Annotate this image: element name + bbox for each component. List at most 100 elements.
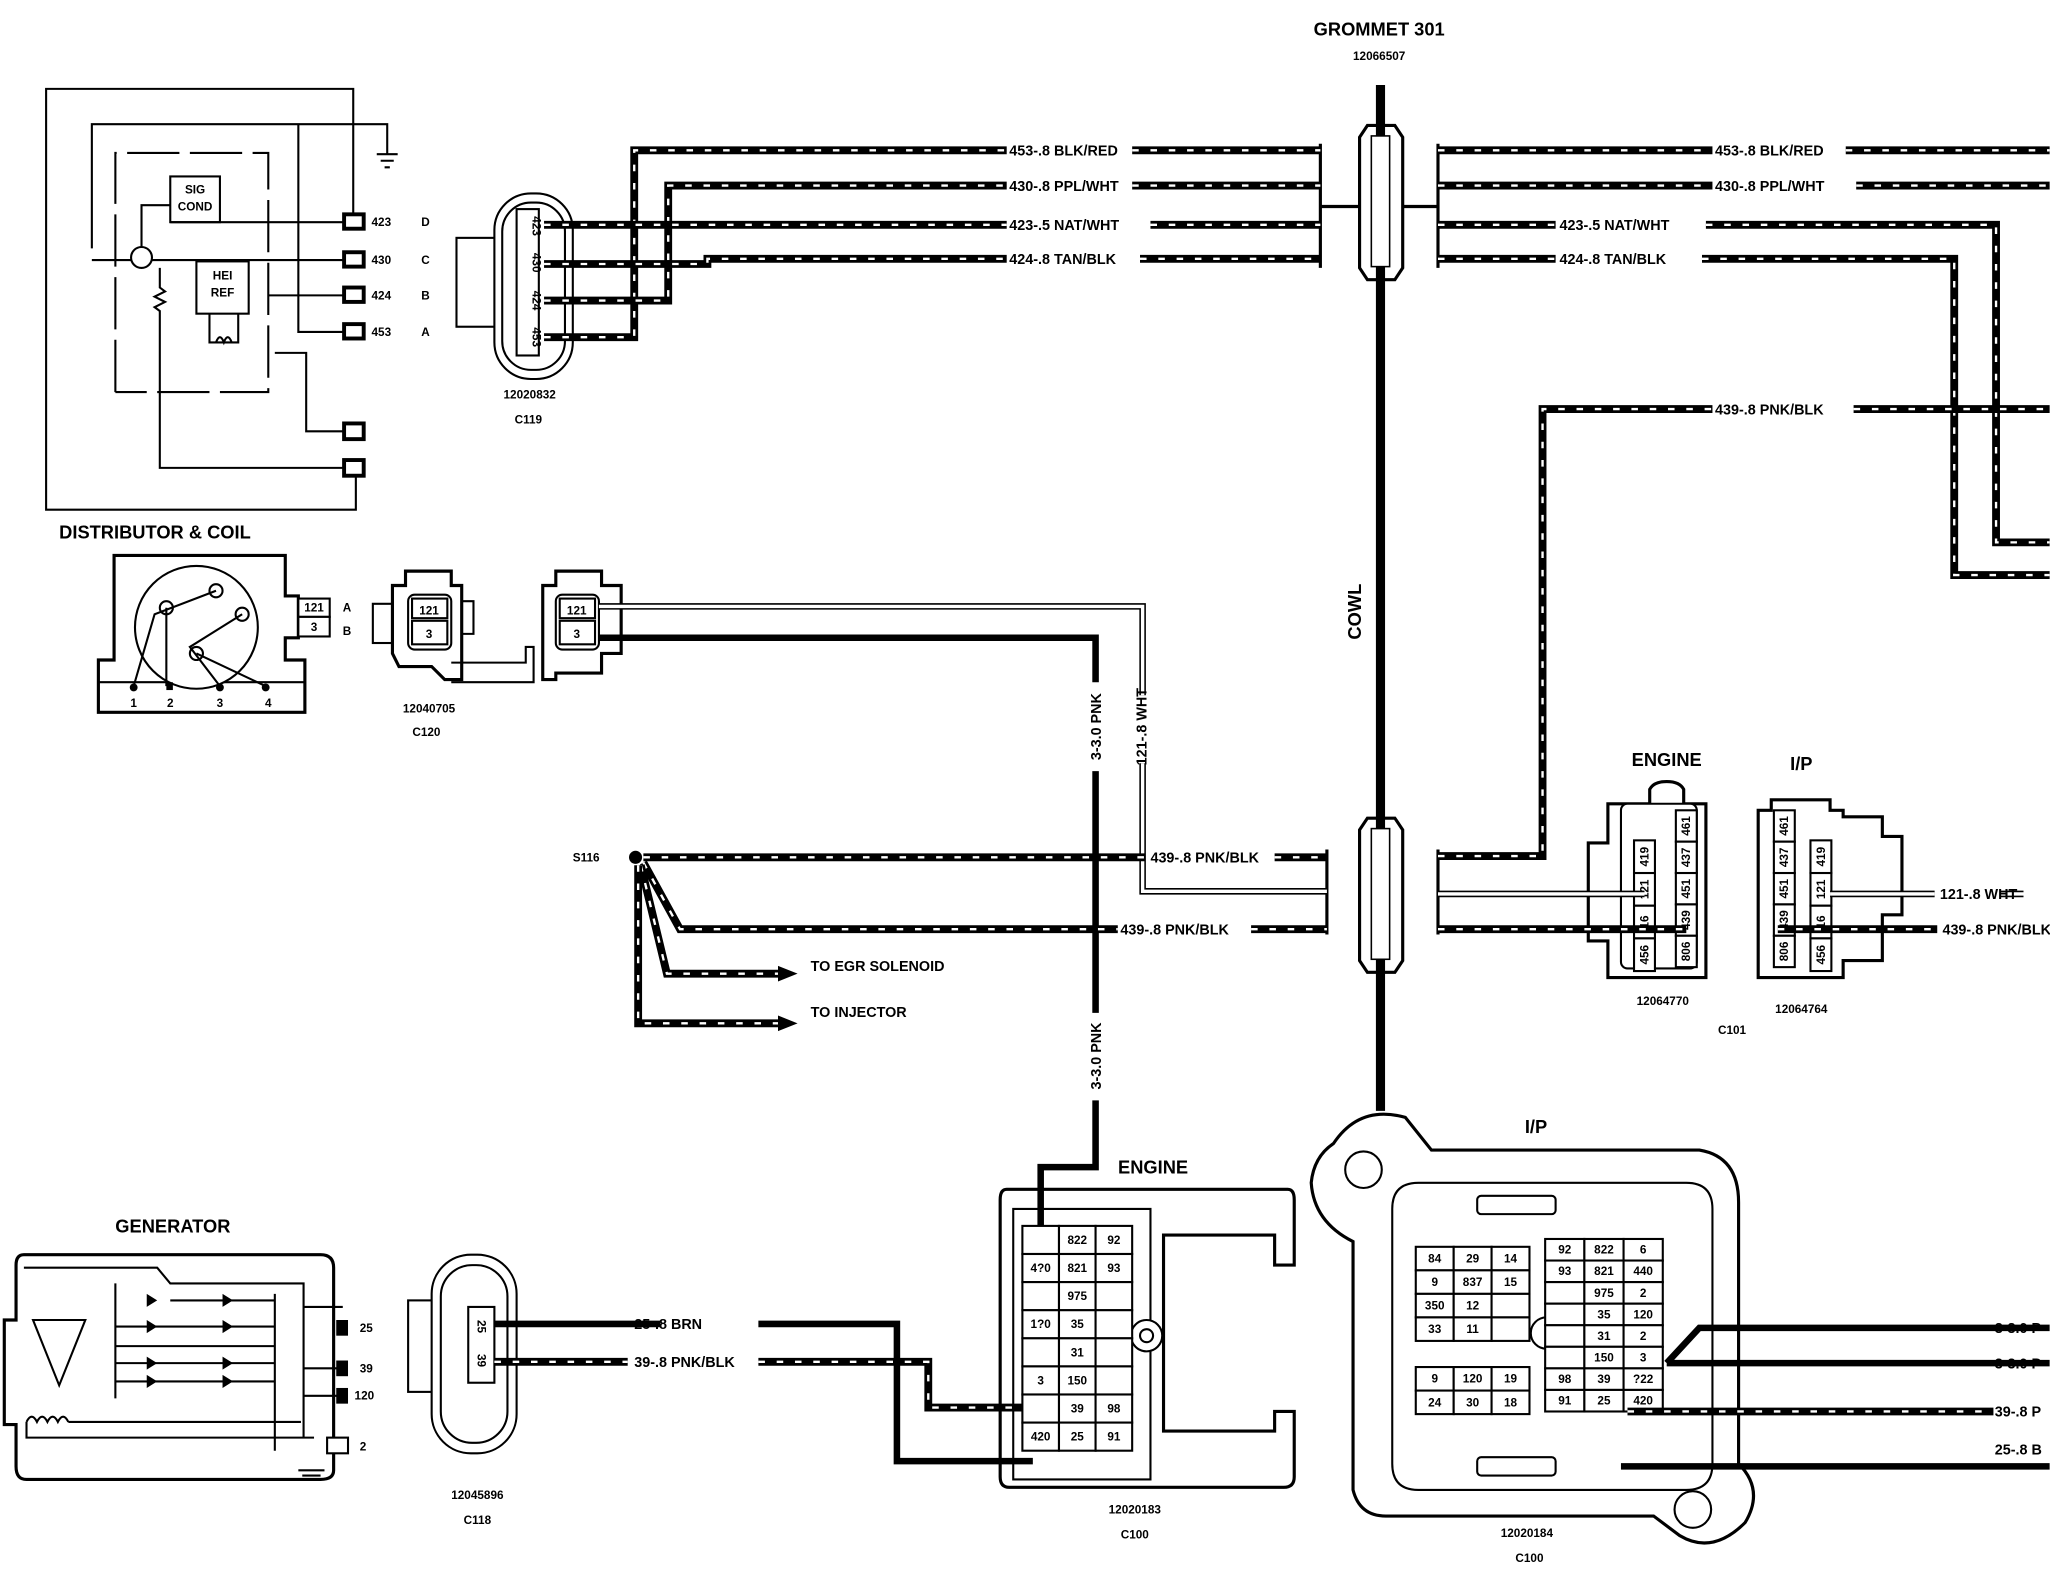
cavity-label: 2 [1640, 1287, 1647, 1300]
diagram-shape [326, 1436, 350, 1455]
diagram-label: ENGINE [1118, 1157, 1188, 1178]
diagram-shape [451, 600, 535, 684]
distributor-coil: DISTRIBUTOR & COIL 1 2 3 4 121 3 A B [59, 521, 352, 714]
wire-label-424: 424-.8 TAN/BLK [1009, 252, 1116, 268]
cavity-label: 92 [1558, 1244, 1572, 1257]
wire [1139, 763, 1327, 895]
wire [1705, 220, 2050, 547]
distributor-title: DISTRIBUTOR & COIL [59, 521, 251, 542]
wire [639, 860, 1118, 934]
c120-part-number: 12040705 [403, 702, 456, 715]
wire [642, 862, 1118, 931]
arrow-icon [777, 1015, 798, 1032]
cavity-label: 437 [1778, 847, 1791, 867]
diagram-shape [342, 250, 366, 269]
cavity [1490, 1292, 1531, 1319]
wire-label-430: 430-.8 PPL/WHT [1009, 179, 1119, 195]
distributor-terminals: 423 430 424 453 D C B A [342, 212, 430, 478]
c119-name: C119 [515, 413, 543, 426]
diagram-shape [558, 619, 597, 646]
cavity-label: 822 [1067, 1234, 1087, 1247]
cavity-label: 31 [1071, 1346, 1085, 1359]
diagram-shape [411, 619, 449, 646]
cavity-label: 461 [1680, 816, 1693, 836]
cavity [1544, 1324, 1586, 1348]
cavity-label: 16 [1638, 915, 1651, 929]
diagram-shape [90, 123, 389, 249]
cavity-label: 98 [1558, 1373, 1572, 1386]
diagram-shape [297, 615, 331, 638]
distributor-schematic: SIG COND HEI REF 423 430 424 453 D C B A [45, 87, 430, 511]
cavity [1094, 1421, 1134, 1452]
diagram-label: 424 [529, 291, 542, 311]
diagram-label: 439-.8 PNK/BLK [1150, 851, 1259, 867]
cavity-label: 350 [1425, 1300, 1445, 1313]
diagram-label: 25-.8 B [1995, 1443, 2042, 1459]
cavity-label: 440 [1633, 1265, 1653, 1278]
c120-name: C120 [412, 726, 441, 739]
wire [598, 604, 1145, 696]
pickup-coil-icon [130, 245, 154, 269]
cavity-label: 120 [1633, 1308, 1653, 1321]
diagram-label: 430-.8 PPL/WHT [1715, 179, 1825, 195]
cavity [1057, 1365, 1097, 1396]
diagram-label: C100 [1121, 1528, 1150, 1541]
wire [1437, 407, 1713, 858]
diagram-label: 12064764 [1775, 1003, 1828, 1016]
diagram-label: 39 [360, 1362, 374, 1375]
diagram-shape [455, 236, 497, 328]
diagram-shape [1370, 135, 1391, 268]
cavity [1094, 1309, 1134, 1340]
c101-name: C101 [1718, 1024, 1747, 1037]
cavity-label: 2 [1640, 1330, 1647, 1343]
cavity [1021, 1421, 1061, 1452]
cavity-label: 150 [1067, 1374, 1087, 1387]
diagram-shape [1756, 798, 1904, 980]
diagram-label: 423-.5 NAT/WHT [1560, 218, 1670, 234]
cavity-label: 121 [1815, 879, 1828, 899]
grommet-title: GROMMET 301 [1314, 18, 1445, 39]
diagram-label: 439-.8 PNK/BLK [1942, 922, 2050, 938]
cavity-label: 25 [1071, 1431, 1085, 1444]
cavity-label: 456 [1638, 944, 1651, 964]
wire [494, 1320, 1033, 1465]
cavity [1674, 934, 1698, 969]
cavity-label: 84 [1428, 1252, 1442, 1265]
stator-winding-icon [31, 1318, 87, 1389]
diagram-shape [216, 683, 224, 692]
wire [598, 603, 1146, 696]
diagram-label: 439-.8 PNK/BLK [1120, 922, 1229, 938]
cavity-label: 3 [1640, 1351, 1647, 1364]
grommet-part-number: 12066507 [1353, 50, 1406, 63]
cavity-label: 11 [1466, 1323, 1479, 1336]
cavity [1544, 1345, 1586, 1370]
cavity-label: 29 [1466, 1252, 1480, 1265]
resistor-icon [152, 267, 345, 469]
cavity-label: 837 [1463, 1276, 1483, 1289]
cavity [1490, 1316, 1531, 1342]
diagram-shape [541, 569, 623, 682]
diagram-label: 2 [360, 1441, 367, 1454]
grommet-upper [1358, 123, 1405, 282]
diagram-label: C100 [1515, 1552, 1544, 1565]
wires-c119-to-grommet: 453-.8 BLK/RED 430-.8 PPL/WHT 423-.5 NAT… [544, 144, 1321, 342]
diagram-label: 424-.8 TAN/BLK [1560, 252, 1667, 268]
diagram-shape [166, 682, 173, 691]
cavity-label: 25 [1597, 1395, 1611, 1408]
diagram-shape [2, 1253, 336, 1482]
diagram-shape [1673, 1490, 1713, 1529]
cavity [1094, 1252, 1134, 1284]
diagram-label: C118 [464, 1514, 492, 1527]
wire [1437, 405, 1713, 860]
cavity-label: 822 [1594, 1244, 1614, 1257]
cavity [1021, 1337, 1061, 1368]
wire [544, 146, 1007, 342]
diagram-label: COND [178, 200, 213, 213]
diagram-shape [390, 569, 464, 682]
diagram-shape [1012, 1207, 1152, 1481]
wire [494, 1357, 1033, 1412]
cavity [1057, 1337, 1097, 1368]
hei-ref-module [195, 260, 250, 315]
